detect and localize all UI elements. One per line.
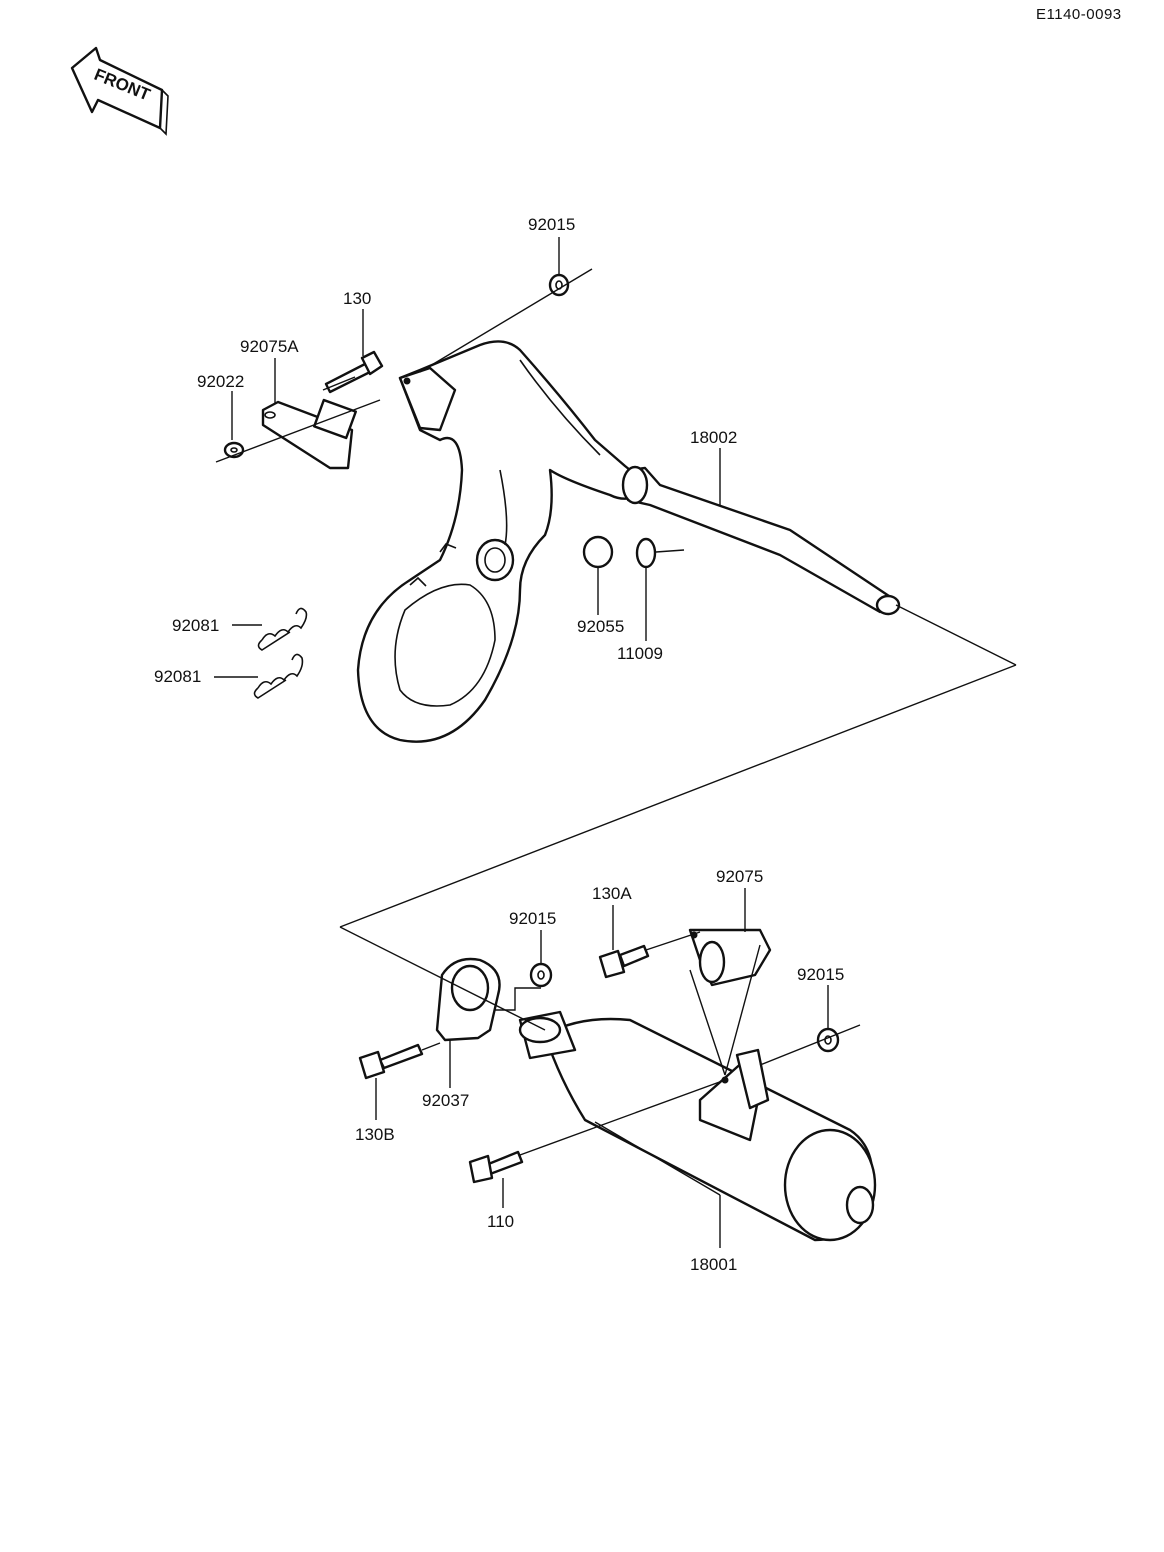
bolt-130A bbox=[598, 944, 650, 979]
label-92055: 92055 bbox=[577, 617, 624, 636]
label-92015-top: 92015 bbox=[528, 215, 575, 234]
label-92015-mid: 92015 bbox=[509, 909, 556, 928]
label-92015-right: 92015 bbox=[797, 965, 844, 984]
label-92075: 92075 bbox=[716, 867, 763, 886]
spring-92081-a bbox=[257, 607, 308, 651]
label-130: 130 bbox=[343, 289, 371, 308]
gasket-92055 bbox=[582, 535, 614, 569]
label-130B: 130B bbox=[355, 1125, 395, 1144]
damper-92075 bbox=[688, 928, 772, 987]
label-92081-a: 92081 bbox=[172, 616, 219, 635]
o-ring-11009 bbox=[635, 537, 657, 569]
label-18001: 18001 bbox=[690, 1255, 737, 1274]
front-arrow-icon: FRONT bbox=[70, 46, 169, 136]
label-92081-b: 92081 bbox=[154, 667, 201, 686]
label-130A: 130A bbox=[592, 884, 632, 903]
clamp-92037 bbox=[435, 957, 501, 1042]
nut-92015-mid bbox=[529, 962, 553, 988]
bolt-130B bbox=[358, 1043, 424, 1080]
nut-92015-right bbox=[816, 1027, 840, 1053]
label-11009: 11009 bbox=[617, 644, 663, 663]
label-92075A: 92075A bbox=[240, 337, 299, 356]
silencer-18001 bbox=[518, 1010, 877, 1242]
spring-92081-b bbox=[253, 653, 304, 699]
bracket-92075A bbox=[261, 398, 357, 470]
label-110: 110 bbox=[487, 1212, 514, 1231]
bolt-110 bbox=[468, 1150, 524, 1184]
leader-lines bbox=[214, 237, 1017, 1248]
expansion-chamber-18002 bbox=[356, 340, 901, 743]
label-18002: 18002 bbox=[690, 428, 737, 447]
label-92037: 92037 bbox=[422, 1091, 469, 1110]
label-92022: 92022 bbox=[197, 372, 244, 391]
diagram-code: E1140-0093 bbox=[1036, 6, 1122, 23]
